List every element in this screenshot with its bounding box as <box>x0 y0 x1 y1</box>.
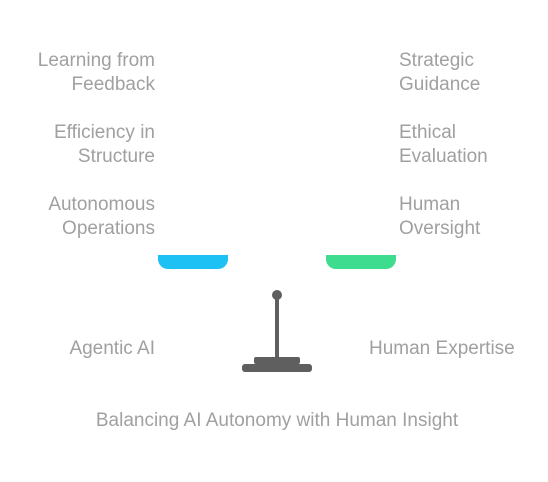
base-bottom <box>242 364 312 372</box>
base-top <box>254 357 300 364</box>
left-side-label: Agentic AI <box>69 338 155 359</box>
right-side-label: Human Expertise <box>369 338 515 359</box>
right-item-2: Ethical Evaluation <box>399 122 488 167</box>
pivot-knob <box>272 290 282 300</box>
diagram-caption: Balancing AI Autonomy with Human Insight <box>95 410 459 431</box>
left-item-3: Autonomous Operations <box>48 194 155 239</box>
right-item-1: Strategic Guidance <box>399 50 481 95</box>
right-item-3: Human Oversight <box>399 194 481 239</box>
left-item-2: Efficiency in Structure <box>53 122 155 167</box>
pivot-post <box>275 299 279 357</box>
left-pan <box>158 255 228 269</box>
left-item-1: Learning from Feedback <box>37 50 155 95</box>
right-pan <box>326 255 396 269</box>
